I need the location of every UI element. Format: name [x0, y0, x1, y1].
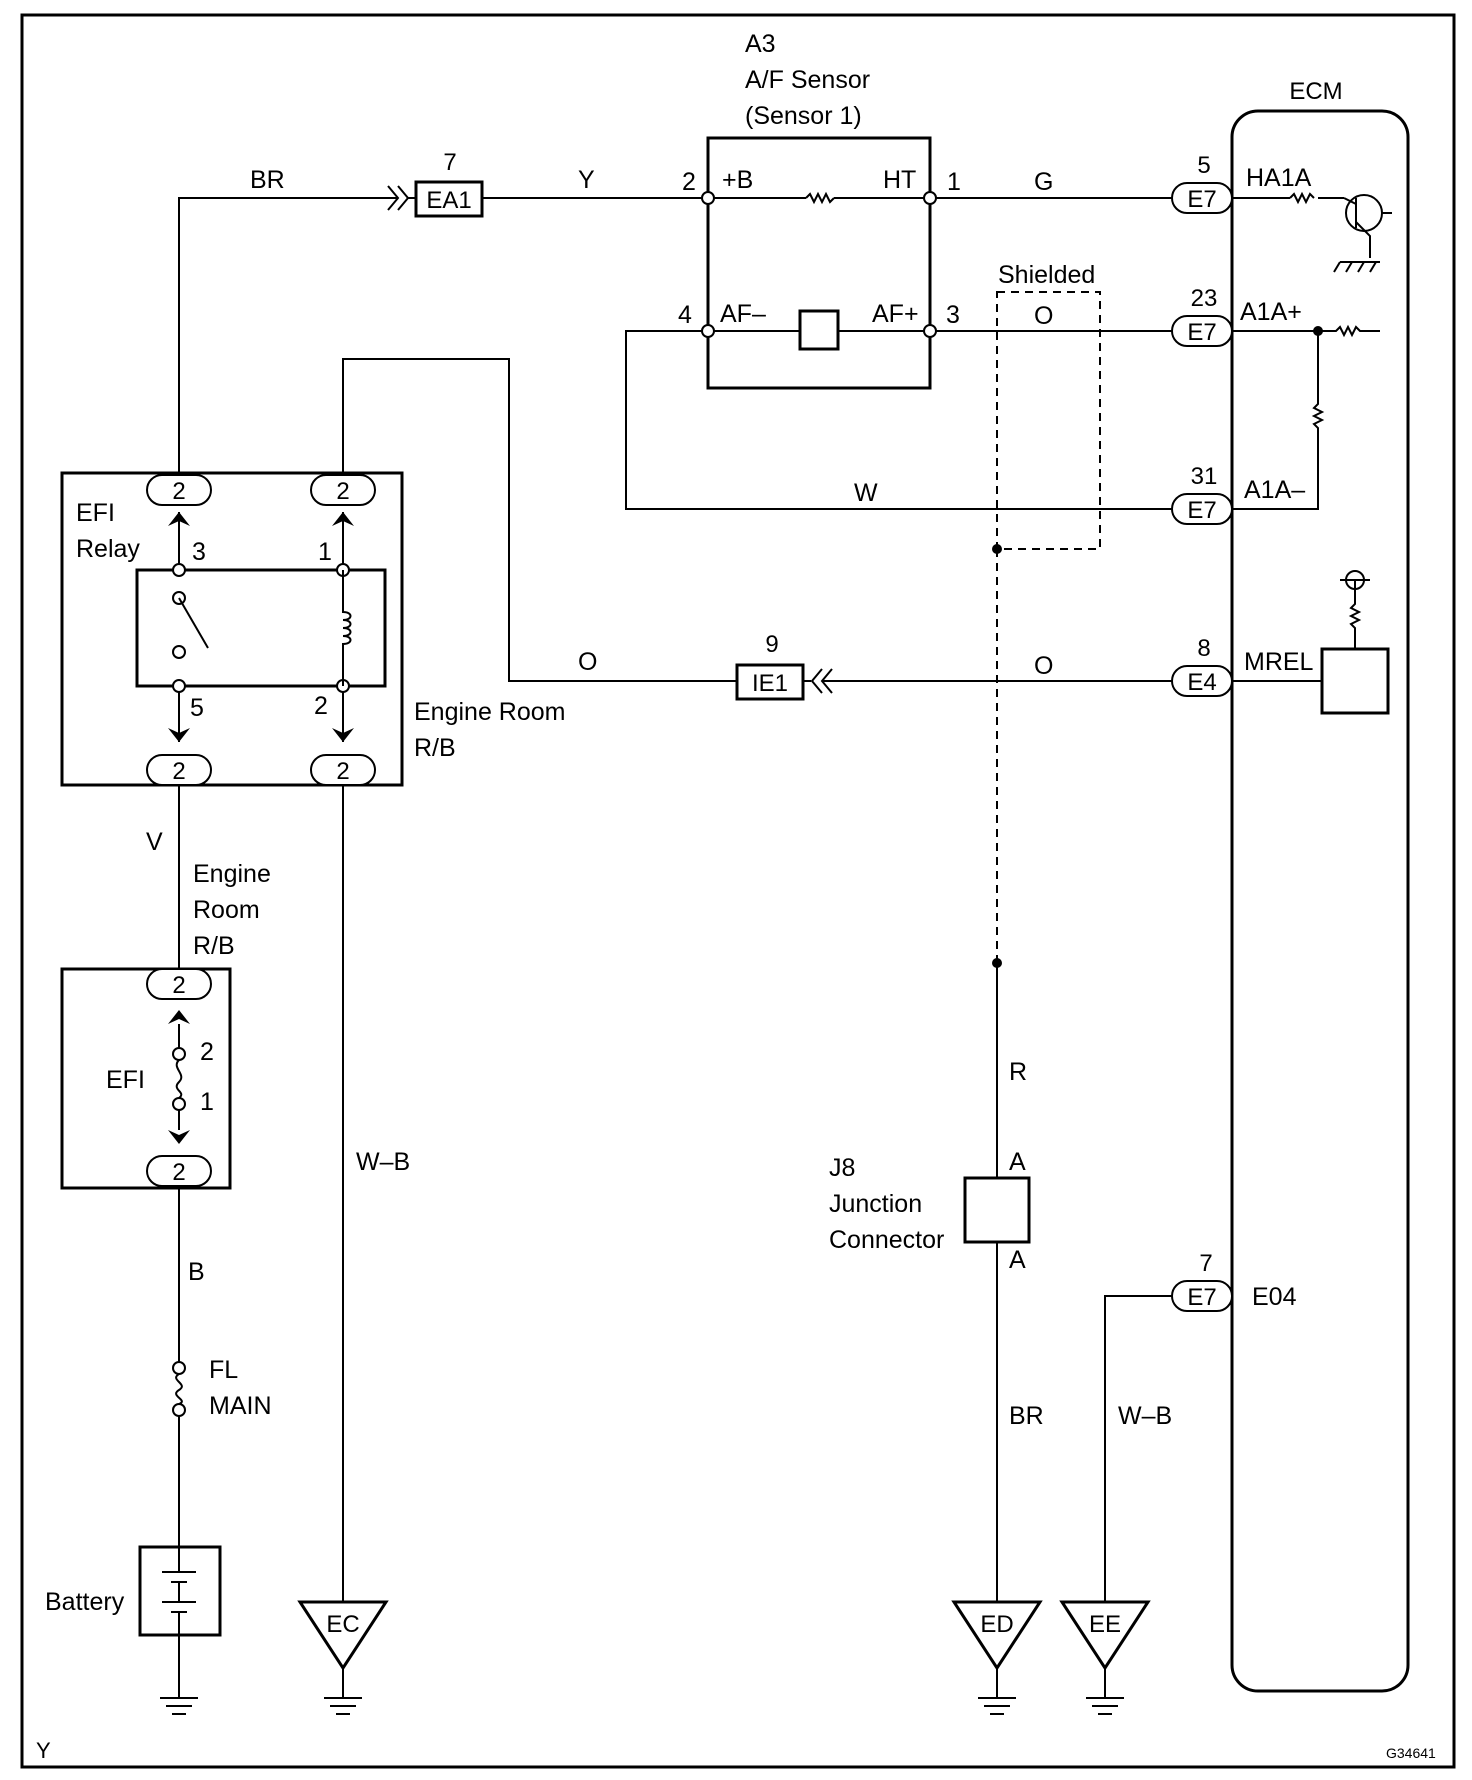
efi-relay-label-2: Relay — [76, 535, 140, 563]
efi-fuse-pin-1: 1 — [200, 1088, 214, 1116]
engine-room-rb-1-line1: Engine Room — [414, 698, 565, 726]
ecm-connectors: E7 5 E7 23 E7 31 E4 8 E7 7 — [1171, 152, 1233, 1312]
wire-v: V — [146, 828, 163, 856]
junction-ref: J8 — [829, 1154, 855, 1182]
efi-relay: 2 2 2 2 EFI Relay 3 1 5 2 — [60, 471, 404, 787]
battery-label: Battery — [45, 1588, 125, 1616]
fuse-rb-pin-top: 2 — [172, 972, 185, 999]
af-sensor-name: A/F Sensor — [745, 66, 870, 94]
shielded-label: Shielded — [998, 261, 1095, 289]
ecm-terminal-e04: E04 — [1252, 1283, 1297, 1311]
af-sensor-ref: A3 — [745, 30, 776, 58]
wire-y: Y — [578, 166, 595, 194]
efi-fuse-pin-2: 2 — [200, 1038, 214, 1066]
diagram-frame — [20, 13, 1456, 1769]
ground-ed: ED — [951, 1600, 1043, 1671]
relay-pin-2: 2 — [314, 692, 328, 720]
wire-o-left: O — [578, 648, 597, 676]
ground-symbols — [160, 1668, 1124, 1715]
connector-e7-a1a-plus-pin: 23 — [1191, 285, 1218, 312]
pin-num-af-plus: 3 — [946, 301, 960, 329]
engine-room-rb-1-line2: R/B — [414, 734, 456, 762]
junction-line2: Connector — [829, 1226, 944, 1254]
connector-ea1-label: EA1 — [426, 187, 471, 214]
efi-relay-label-1: EFI — [76, 499, 115, 527]
connector-e7-a1a-minus: E7 — [1187, 497, 1216, 524]
wire-o-right: O — [1034, 652, 1053, 680]
connector-e7-ha1a-pin: 5 — [1197, 152, 1210, 179]
wire-color-labels: BR Y G O W O O V B W–B R BR W–B — [146, 166, 1172, 1430]
engine-room-rb-2-line1: Engine — [193, 860, 271, 888]
connector-ie1: IE1 9 — [735, 631, 833, 701]
connector-ie1-label: IE1 — [752, 670, 788, 697]
connector-e7-a1a-minus-pin: 31 — [1191, 463, 1218, 490]
af-sensor: A3 A/F Sensor (Sensor 1) +B HT AF– AF+ 2… — [678, 30, 961, 390]
rb-pin-top-left: 2 — [172, 478, 185, 505]
fl-main-line1: FL — [209, 1356, 238, 1384]
footer-left: Y — [36, 1738, 51, 1763]
footer-right: G34641 — [1386, 1745, 1436, 1761]
ground-ee-label: EE — [1089, 1611, 1121, 1638]
connector-e4-mrel: E4 — [1187, 669, 1216, 696]
battery: Battery — [45, 1545, 222, 1637]
fuse-rb-pin-bottom: 2 — [172, 1159, 185, 1186]
ecm-terminal-a1a-minus: A1A– — [1244, 476, 1305, 504]
efi-fuse-box: 2 2 EFI 2 1 — [60, 967, 232, 1190]
wire-br-top: BR — [250, 166, 285, 194]
connector-e4-mrel-pin: 8 — [1197, 635, 1210, 662]
engine-room-rb-2-line3: R/B — [193, 932, 235, 960]
shielded-cable: Shielded — [992, 261, 1101, 968]
relay-pin-3: 3 — [192, 538, 206, 566]
pin-label-ht: HT — [883, 166, 916, 194]
relay-pin-1: 1 — [318, 538, 332, 566]
pin-num-pos-b: 2 — [682, 168, 696, 196]
junction-pin-top: A — [1009, 1148, 1026, 1176]
connector-ie1-pin: 9 — [765, 631, 778, 658]
rb-pin-bottom-left: 2 — [172, 758, 185, 785]
junction-connector-j8: J8 Junction Connector A A — [829, 1148, 1031, 1274]
af-sensor-subname: (Sensor 1) — [745, 102, 862, 130]
rb-pin-bottom-right: 2 — [336, 758, 349, 785]
ecm-terminal-ha1a: HA1A — [1246, 164, 1312, 192]
wires — [178, 191, 1392, 1698]
pin-label-af-minus: AF– — [720, 300, 766, 328]
wire-g: G — [1034, 168, 1053, 196]
wire-wb-right: W–B — [1118, 1402, 1172, 1430]
ground-ee: EE — [1059, 1600, 1151, 1671]
ecm-terminal-mrel: MREL — [1244, 648, 1314, 676]
connector-e7-e04-pin: 7 — [1199, 1250, 1212, 1277]
wire-o-shield: O — [1034, 302, 1053, 330]
engine-room-rb-2-line2: Room — [193, 896, 260, 924]
pin-label-pos-b: +B — [722, 166, 753, 194]
connector-e7-a1a-plus: E7 — [1187, 319, 1216, 346]
pin-num-ht: 1 — [947, 168, 961, 196]
relay-pin-5: 5 — [190, 694, 204, 722]
fl-main-fuse: FL MAIN — [172, 1356, 272, 1420]
junction-line1: Junction — [829, 1190, 922, 1218]
efi-fuse-label: EFI — [106, 1066, 145, 1094]
ecm: ECM HA1A A1A+ A1A– MREL E04 — [1230, 78, 1410, 1693]
pin-label-af-plus: AF+ — [872, 300, 919, 328]
ground-ec-label: EC — [326, 1611, 359, 1638]
connector-ea1-pin: 7 — [443, 149, 456, 176]
ground-ed-label: ED — [980, 1611, 1013, 1638]
junction-pin-bottom: A — [1009, 1246, 1026, 1274]
ecm-terminal-a1a-plus: A1A+ — [1240, 298, 1302, 326]
pin-num-af-minus: 4 — [678, 301, 692, 329]
wire-br-bottom: BR — [1009, 1402, 1044, 1430]
wire-w: W — [854, 479, 878, 507]
connector-ea1: EA1 7 — [387, 149, 484, 218]
wire-r: R — [1009, 1058, 1027, 1086]
rb-pin-top-right: 2 — [336, 478, 349, 505]
ground-ec: EC — [297, 1600, 389, 1671]
connector-e7-e04: E7 — [1187, 1284, 1216, 1311]
wire-b: B — [188, 1258, 205, 1286]
wire-wb-left: W–B — [356, 1148, 410, 1176]
fl-main-line2: MAIN — [209, 1392, 272, 1420]
connector-e7-ha1a: E7 — [1187, 186, 1216, 213]
ecm-title: ECM — [1289, 78, 1342, 105]
